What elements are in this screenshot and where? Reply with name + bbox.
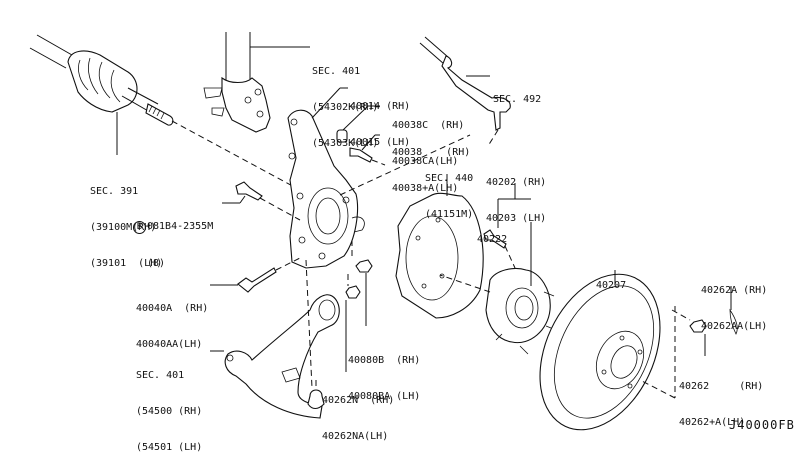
callout-nut-40262n[interactable]: 40262N (RH) 40262NA(LH) (322, 371, 394, 455)
hub-lh: 40203 (LH) (486, 213, 547, 224)
tie-rod-end (419, 36, 511, 147)
sec401-strut-section: SEC. 401 (312, 66, 361, 77)
sec391-lh: (39101 (LH) (90, 258, 163, 269)
callout-cotter-pin[interactable]: 40262A (RH) 40262AA(LH) (701, 261, 767, 345)
sec492-section: SEC. 492 (493, 94, 542, 105)
callout-sec401-arm[interactable]: SEC. 401 (54500 (RH) (54501 (LH) (136, 346, 202, 466)
sec391-section: SEC. 391 (90, 186, 139, 197)
sec401-strut-rh: (54302K(RH) (312, 102, 379, 113)
sec401-arm-rh: (54500 (RH) (136, 406, 203, 417)
bolt-quantity: (8) (147, 258, 166, 269)
stud-40038 (349, 134, 386, 166)
nut-40262-lh: 40262+A(LH) (679, 417, 746, 428)
callout-nut-40080[interactable]: 40080B (RH) 40080BA (LH) (348, 331, 420, 415)
nut-40262-rh: 40262 (RH) (679, 381, 764, 392)
bolt-08184 (222, 181, 301, 221)
callout-hub[interactable]: 40202 (RH) 40203 (LH) (486, 153, 546, 237)
bushing-lh: 40038CA(LH) (392, 156, 459, 167)
knuckle-bolt-rh: 40040A (RH) (136, 303, 209, 314)
bolt-40040a (210, 257, 301, 293)
nut-40080b (351, 240, 373, 326)
lower-control-arm (210, 259, 340, 419)
cotter-pin (729, 286, 738, 335)
sec440-section: SEC. 440 (425, 173, 474, 184)
stud-lh: 40038+A(LH) (392, 183, 459, 194)
callout-sec391[interactable]: SEC. 391 (39100M(RH) (39101 (LH) (90, 162, 162, 282)
callout-nut-40262[interactable]: 40262 (RH) 40262+A(LH) (679, 357, 763, 441)
hub-rh: 40202 (RH) (486, 177, 547, 188)
callout-knuckle-bolt[interactable]: 40040A (RH) 40040AA(LH) (136, 279, 208, 363)
callout-sec401-strut[interactable]: SEC. 401 (54302K(RH) (54303K(LH) (312, 42, 378, 162)
diagram-id-code: J40000FB (729, 418, 795, 432)
callout-sec492[interactable]: SEC. 492 (493, 70, 541, 118)
nut-40262n (345, 274, 361, 372)
brake-rotor (539, 270, 661, 431)
callout-knuckle[interactable]: 40014 (RH) 40015 (LH) (350, 77, 410, 161)
nut-40262n-lh: 40262NA(LH) (322, 431, 389, 442)
nut-40080-rh: 40080B (RH) (348, 355, 421, 366)
backing-plate (339, 134, 484, 319)
nut-40262 (639, 306, 707, 399)
knuckle-bolt-lh: 40040AA(LH) (136, 339, 203, 350)
strut-assembly (203, 32, 310, 133)
sec401-arm-section: SEC. 401 (136, 370, 185, 381)
callout-stud[interactable]: 40038 (RH) 40038+A(LH) (392, 123, 470, 207)
exploded-diagram (29, 32, 738, 431)
knuckle-lh: 40015 (LH) (350, 137, 411, 148)
cotter-pin-lh: 40262AA(LH) (701, 321, 768, 332)
nut-40080-lh: 40080BA (LH) (348, 391, 421, 402)
bolt-part-number: 081B4-2355M (147, 221, 214, 232)
callout-hub-bolt[interactable]: 40222 (477, 210, 507, 258)
hub-bolt-40222 (483, 229, 516, 269)
wheel-hub (439, 183, 557, 355)
bushing-rh: 40038C (RH) (392, 120, 465, 131)
steering-knuckle (287, 87, 365, 269)
cotter-pin-rh: 40262A (RH) (701, 285, 768, 296)
nut-40262n-rh: 40262N (RH) (322, 395, 395, 406)
knuckle-rh: 40014 (RH) (350, 101, 411, 112)
hub-bolt-part: 40222 (477, 234, 508, 245)
stud-rh: 40038 (RH) (392, 147, 471, 158)
sec391-rh: (39100M(RH) (90, 222, 157, 233)
callout-rotor[interactable]: 40207 (596, 256, 626, 304)
sec401-strut-lh: (54303K(LH) (312, 138, 379, 149)
sec401-arm-lh: (54501 (LH) (136, 442, 203, 453)
drive-shaft (29, 34, 301, 191)
bushing-40038c (336, 105, 380, 143)
sec440-part: (41151M) (425, 209, 474, 220)
rotor-part: 40207 (596, 280, 627, 291)
callout-bushing[interactable]: 40038C (RH) 40038CA(LH) (392, 96, 464, 180)
callout-sec440[interactable]: SEC. 440 (41151M) (425, 149, 473, 233)
bolt-code-badge: B (133, 221, 146, 234)
